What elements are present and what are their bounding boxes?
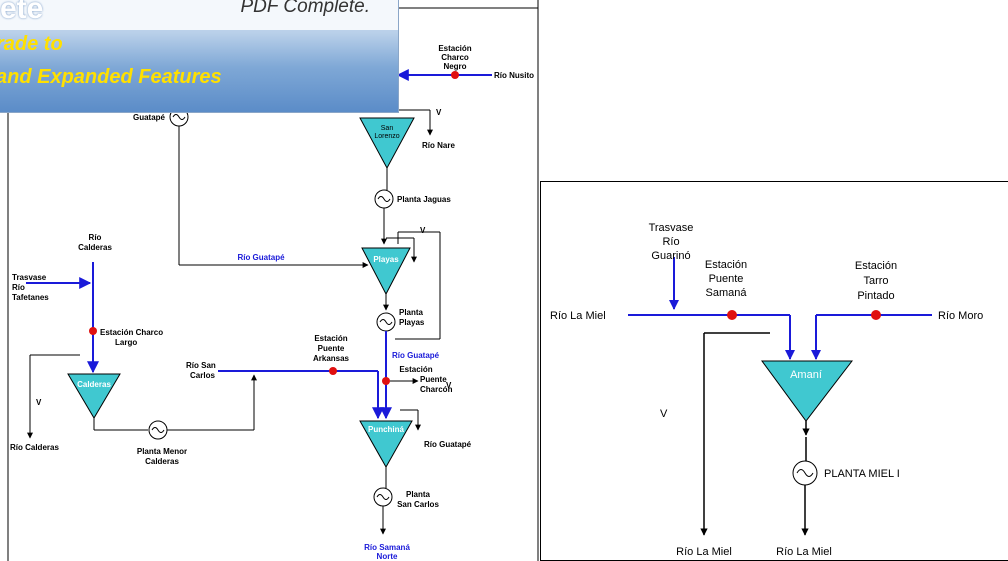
label-trasvase-3: Tafetanes	[12, 293, 49, 302]
label-est-tarro-2: Tarro	[863, 275, 888, 287]
label-est-tarro-1: Estación	[855, 260, 897, 272]
label-rio-calderas-bottom: Río Calderas	[10, 443, 59, 452]
label-planta-playas-1: Planta	[399, 308, 424, 317]
label-rio-san-carlos-2: Carlos	[190, 371, 215, 380]
label-rio-samana-2: Norte	[377, 552, 398, 561]
label-v4: V	[446, 381, 452, 390]
label-trasvase-2: Río	[662, 236, 679, 248]
label-est-arkansas-1: Estación	[314, 334, 347, 343]
san-lorenzo-reservoir	[359, 117, 415, 170]
label-rio-la-miel-out1: Río La Miel	[676, 546, 732, 558]
label-trasvase-1: Trasvase	[12, 273, 47, 282]
label-guatape: Guatapé	[133, 113, 166, 122]
label-trasvase-1: Trasvase	[649, 222, 694, 234]
label-est-charco-largo-1: Estación Charco	[100, 328, 163, 337]
banner-pdf-complete: PDF Complete.	[240, 0, 370, 17]
label-rio-san-carlos-1: Río San	[186, 361, 216, 370]
label-est-charcon-3: Charcón	[420, 385, 453, 394]
pdf-upgrade-banner[interactable]: ete PDF Complete. rade to and Expanded F…	[0, 0, 399, 113]
amani-reservoir	[761, 360, 854, 422]
station-puente-samana-dot	[727, 310, 737, 320]
banner-title: ete	[0, 0, 44, 25]
banner-features-line: and Expanded Features	[0, 66, 222, 88]
label-trasvase-3: Guarinó	[651, 250, 690, 262]
left-diagram: Estación Charco Negro Río Nusito V Guata…	[7, 0, 539, 561]
label-est-puente-2: Puente	[709, 273, 744, 285]
label-rio-guatape-1: Río Guatapé	[237, 253, 285, 262]
label-est-charcon-2: Puente	[420, 375, 447, 384]
label-rio-calderas-top-1: Río	[89, 233, 102, 242]
label-v2: V	[420, 226, 426, 235]
label-rio-guatape-3: Río Guatapé	[424, 440, 472, 449]
label-punchina: Punchiná	[368, 425, 405, 434]
label-playas: Playas	[373, 255, 399, 264]
label-est-charcon-1: Estación	[399, 365, 432, 374]
label-est-puente-1: Estación	[705, 259, 747, 271]
label-rio-la-miel-in: Río La Miel	[550, 310, 606, 322]
banner-top-strip	[0, 0, 398, 30]
label-planta-san-carlos-2: San Carlos	[397, 500, 439, 509]
label-v: V	[660, 408, 668, 420]
label-v3: V	[36, 398, 42, 407]
label-est-charco-negro-3: Negro	[443, 62, 466, 71]
station-charco-negro-dot	[451, 71, 459, 79]
label-v1: V	[436, 108, 442, 117]
label-trasvase-2: Río	[12, 283, 25, 292]
label-est-charco-negro-2: Charco	[441, 53, 469, 62]
label-rio-nusito: Río Nusito	[494, 71, 534, 80]
station-tarro-pintado-dot	[871, 310, 881, 320]
label-est-charco-largo-2: Largo	[115, 338, 137, 347]
label-amani: Amaní	[790, 369, 822, 381]
station-charco-largo-dot	[89, 327, 97, 335]
label-planta-menor-1: Planta Menor	[137, 447, 187, 456]
label-est-tarro-3: Pintado	[857, 290, 894, 302]
station-arkansas-dot	[329, 367, 337, 375]
label-rio-samana-1: Río Samaná	[364, 543, 410, 552]
label-planta-miel: PLANTA MIEL I	[824, 468, 900, 480]
label-rio-moro: Río Moro	[938, 310, 983, 322]
punchina-reservoir	[359, 420, 413, 469]
label-rio-nare: Río Nare	[422, 141, 455, 150]
label-est-puente-3: Samaná	[706, 287, 748, 299]
playas-reservoir	[361, 247, 411, 296]
label-planta-san-carlos-1: Planta	[406, 490, 431, 499]
calderas-reservoir	[67, 373, 121, 419]
label-est-arkansas-3: Arkansas	[313, 354, 350, 363]
label-calderas: Calderas	[77, 380, 111, 389]
label-planta-jaguas: Planta Jaguas	[397, 195, 451, 204]
label-est-charco-negro-1: Estación	[438, 44, 471, 53]
label-san-lorenzo-1: San	[381, 125, 394, 132]
label-planta-menor-2: Calderas	[145, 457, 179, 466]
label-rio-la-miel-out2: Río La Miel	[776, 546, 832, 558]
label-rio-guatape-2: Río Guatapé	[392, 351, 440, 360]
label-est-arkansas-2: Puente	[318, 344, 345, 353]
station-charcon-dot	[382, 377, 390, 385]
banner-upgrade-line: rade to	[0, 33, 63, 55]
right-diagram: Trasvase Río Guarinó Estación Puente Sam…	[540, 181, 1008, 561]
label-planta-playas-2: Playas	[399, 318, 425, 327]
label-san-lorenzo-2: Lorenzo	[374, 133, 399, 140]
label-rio-calderas-top-2: Calderas	[78, 243, 112, 252]
